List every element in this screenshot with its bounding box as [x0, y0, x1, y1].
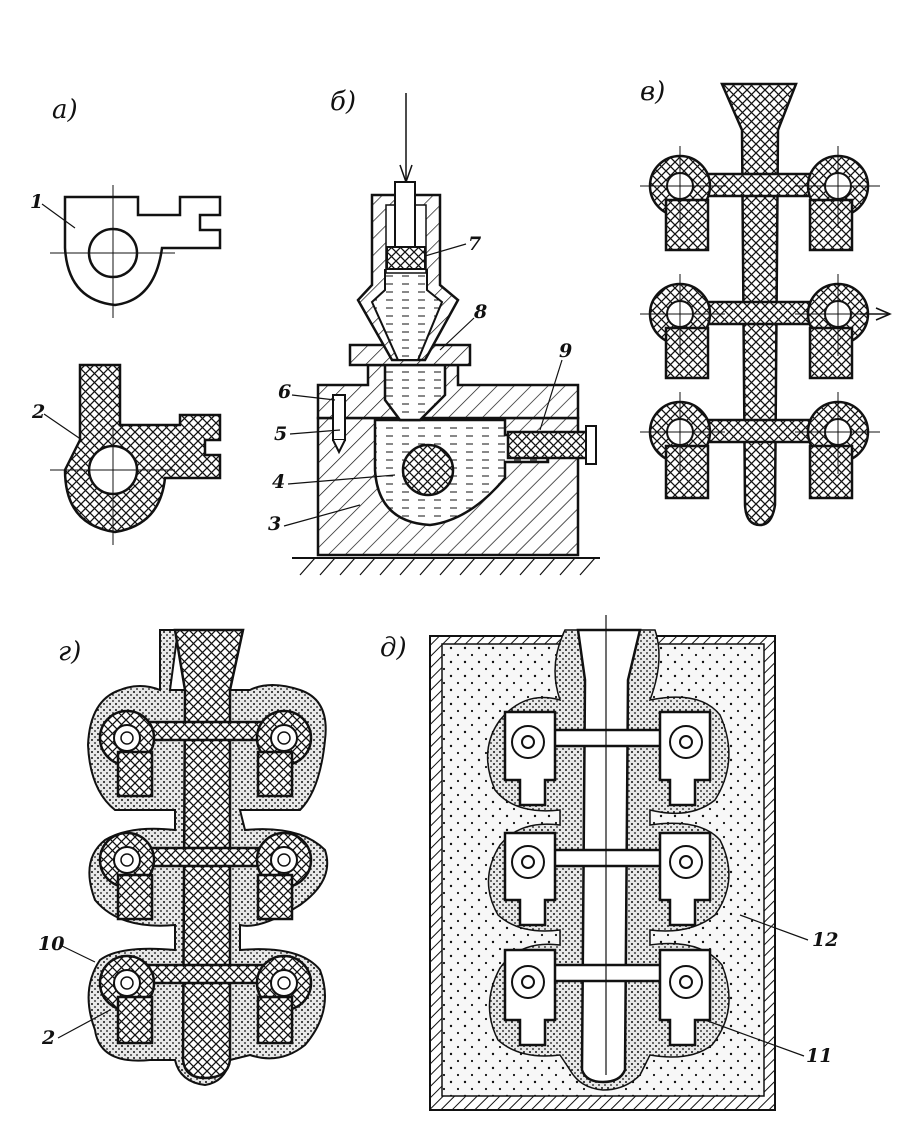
plunger	[394, 181, 416, 248]
callout-2-cluster: 2	[41, 1027, 55, 1049]
panel-d: д) 12	[380, 615, 838, 1111]
callout-10: 10	[38, 933, 64, 955]
callout-11: 11	[806, 1045, 832, 1067]
callout-12: 12	[812, 929, 838, 951]
callout-8: 8	[473, 301, 487, 323]
panel-v: в)	[640, 77, 892, 527]
guide-pin	[332, 394, 346, 441]
callout-4: 4	[272, 471, 285, 493]
panel-b-label: б)	[330, 87, 356, 117]
panel-g-label: г)	[58, 637, 81, 667]
callout-2: 2	[31, 401, 45, 423]
side-core	[506, 430, 590, 460]
panel-a: а) 1 2	[30, 95, 222, 545]
part-outline	[50, 185, 222, 318]
callout-6: 6	[278, 381, 291, 403]
callout-1: 1	[30, 191, 43, 213]
arrow-right-icon	[860, 307, 892, 321]
panel-v-label: в)	[640, 77, 665, 107]
panel-d-label: д)	[380, 633, 407, 663]
callout-7: 7	[468, 233, 481, 255]
press-arrow-icon	[399, 93, 413, 185]
callout-9: 9	[559, 340, 572, 362]
callout-5: 5	[274, 423, 287, 445]
core-pin	[401, 443, 455, 497]
panel-g: г) 10 2	[38, 628, 329, 1087]
callout-3: 3	[268, 513, 281, 535]
panel-b: б)	[268, 87, 600, 576]
floor-hatch	[299, 557, 596, 576]
die-upper	[316, 363, 580, 420]
panel-a-label: а)	[52, 95, 78, 125]
wax-pattern	[50, 363, 222, 545]
